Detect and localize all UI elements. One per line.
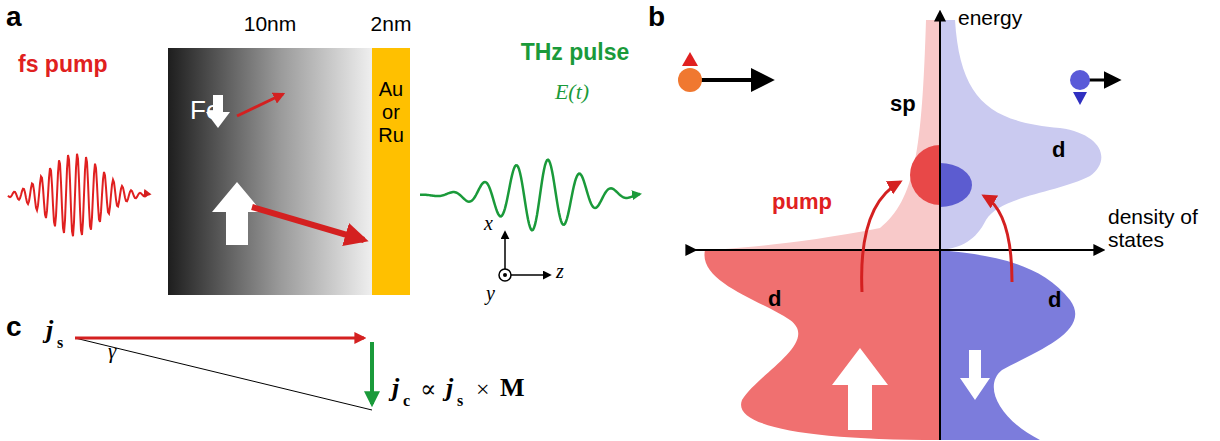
minority-flow-arrow [237,94,283,116]
node-text: Fe [190,96,372,126]
operator: × [476,376,490,402]
pump-pulse [8,154,150,236]
band-label: d [768,287,781,311]
axis-label: energy [958,6,1022,29]
dimension: 10nm [244,12,297,35]
field-label: E(t) [555,80,589,104]
angle-line [75,338,372,410]
cap-layer-box: Au or Ru [372,48,410,295]
down-dos-empty [940,20,1101,250]
energy-axis [939,12,941,440]
up-dos-filled [704,250,940,440]
current-symbol: j [46,316,53,345]
spin-down-tip [1073,92,1087,105]
spin-up-tip [682,52,698,66]
electron-up [678,68,702,92]
fe-layer [168,48,372,295]
cap-layer [372,48,410,295]
up-dos-empty [705,20,940,250]
minority-arrow [960,350,990,400]
y-axis [499,269,511,281]
majority-arrow [832,348,888,430]
axis-label: density of states [1108,205,1216,251]
pump-arrow [862,182,900,292]
current-symbol: j [392,374,399,403]
subscript: c [403,392,410,410]
panel-letter: c [6,312,22,343]
spin-up-arrow [212,182,262,245]
current-symbol: j [446,374,453,403]
vector-symbol: M [500,374,525,403]
down-excited [940,163,972,207]
operator: ∝ [420,376,436,402]
band-label: d [1048,288,1061,312]
panel-letter: a [6,2,22,33]
down-dos-filled [940,250,1075,440]
thz-label: THz pulse [521,40,630,65]
thz-pulse [420,160,640,230]
spin-current-arrow [75,337,364,340]
axis-label: x [484,212,493,234]
subscript: s [457,392,463,410]
band-label: d [1052,138,1065,162]
dimension: 2nm [371,12,412,35]
y-axis-dot [503,273,507,277]
electron-down [1070,70,1090,90]
charge-current-arrow [370,342,374,404]
pump-label: pump [772,190,832,214]
axis-label: y [486,282,495,304]
axis-label: z [556,260,564,282]
fe-layer-box: Fe [168,48,372,295]
majority-flow-arrow [252,207,364,240]
panel-letter: b [648,2,665,33]
pump-arrow [984,196,1012,282]
angle-label: γ [108,340,116,363]
band-label: sp [890,92,916,116]
pump-label: fs pump [18,52,107,77]
up-excited [910,145,940,205]
node-text: Au or Ru [372,78,410,147]
dos-axis [695,249,1103,251]
subscript: s [57,334,63,352]
